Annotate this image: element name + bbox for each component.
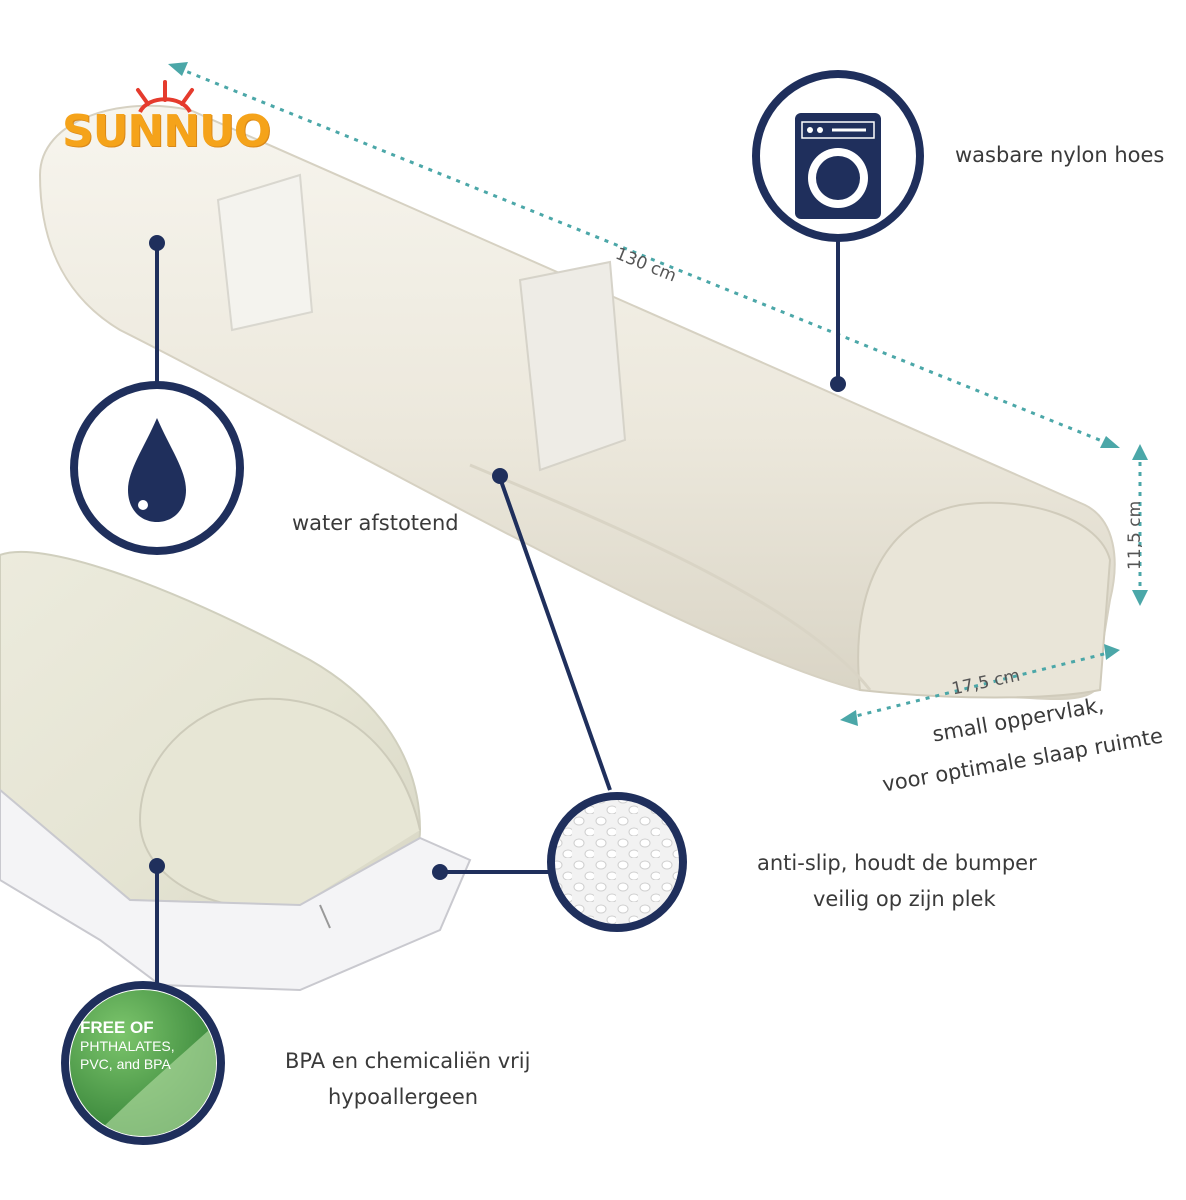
washing-machine-icon [752,70,924,242]
badge-line3: PVC, and BPA [80,1056,171,1072]
connector-dots [149,235,846,880]
water-drop-icon [70,381,244,555]
dimension-lines [177,66,1142,720]
water-label: water afstotend [292,511,459,535]
logo-sun-rays [136,80,194,106]
antislip-label-line2: veilig op zijn plek [813,887,996,911]
brand-logo: SUNNUO [62,106,271,157]
bpa-label-line2: hypoallergeen [328,1085,479,1109]
height-label: 11,5 cm [1125,500,1145,570]
dimension-arrowheads [168,62,1148,726]
washable-label: wasbare nylon hoes [955,143,1165,167]
connector-lines [155,238,840,985]
badge-line2: PHTHALATES, [80,1038,175,1054]
badge-line1: FREE OF [80,1018,154,1037]
antislip-label-line1: anti-slip, houdt de bumper [757,851,1037,875]
free-of-badge-icon [61,981,225,1145]
anti-slip-texture-icon [547,792,687,932]
bpa-label-line1: BPA en chemicaliën vrij [285,1049,531,1073]
bumper-pillow [38,104,1116,701]
foam-core [0,550,472,992]
logo-sun-arc [138,97,192,114]
